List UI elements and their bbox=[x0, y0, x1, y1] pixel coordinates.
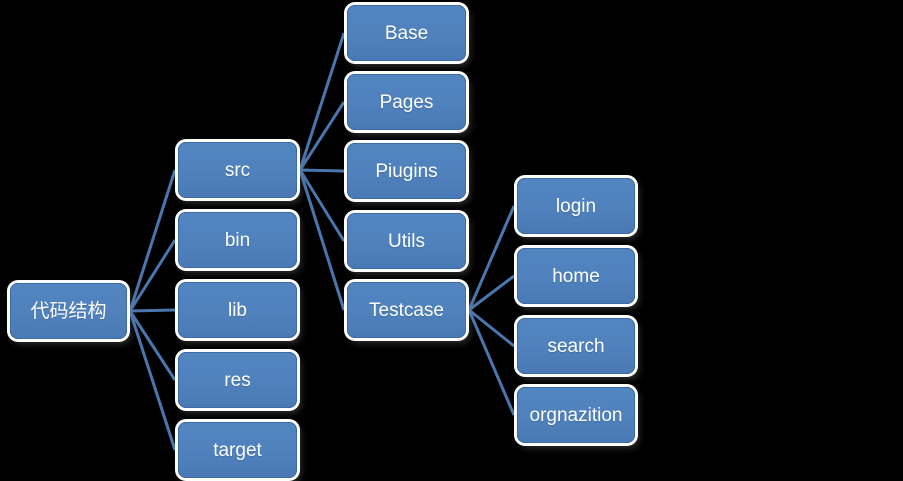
node-target-label: target bbox=[213, 439, 262, 461]
connector-line-testcase-login bbox=[467, 205, 516, 311]
connector-line-root-src bbox=[128, 169, 177, 312]
node-target: target bbox=[178, 422, 297, 478]
connector-line-src-piugins bbox=[299, 168, 345, 173]
node-lib-label: lib bbox=[227, 299, 247, 321]
node-base-label: Base bbox=[384, 22, 429, 44]
connector-line-root-bin bbox=[128, 239, 177, 312]
node-utils-label: Utils bbox=[388, 230, 425, 252]
node-testcase: Testcase bbox=[347, 282, 466, 338]
connector-line-root-target bbox=[128, 310, 177, 451]
node-piugins-label: Piugins bbox=[375, 160, 438, 182]
connector-line-testcase-search bbox=[468, 308, 515, 348]
node-res: res bbox=[178, 352, 297, 408]
node-login-label: login bbox=[555, 195, 597, 217]
node-orgnazition-label: orgnazition bbox=[529, 404, 623, 426]
connector-line-src-pages bbox=[298, 101, 346, 171]
node-bin: bin bbox=[178, 212, 297, 268]
connector-line-testcase-home bbox=[468, 274, 515, 312]
node-pages-label: Pages bbox=[379, 91, 434, 113]
node-search-label: search bbox=[547, 335, 605, 357]
node-piugins: Piugins bbox=[347, 143, 466, 199]
node-testcase-label: Testcase bbox=[369, 299, 444, 321]
connector-line-testcase-orgnazition bbox=[467, 309, 516, 416]
node-src: src bbox=[178, 142, 297, 198]
node-src-label: src bbox=[224, 159, 251, 181]
node-orgnazition: orgnazition bbox=[517, 387, 635, 443]
connector-line-src-testcase bbox=[298, 169, 346, 311]
node-res-label: res bbox=[224, 369, 251, 391]
connector-line-src-utils bbox=[298, 169, 346, 242]
node-home-label: home bbox=[552, 265, 600, 287]
node-utils: Utils bbox=[347, 213, 466, 269]
node-root-label: 代码结构 bbox=[30, 300, 107, 322]
connector-line-src-base bbox=[298, 32, 346, 171]
node-root: 代码结构 bbox=[10, 283, 127, 339]
node-base: Base bbox=[347, 5, 466, 61]
connector-line-root-res bbox=[128, 310, 177, 381]
node-bin-label: bin bbox=[224, 229, 251, 251]
node-pages: Pages bbox=[347, 74, 466, 130]
node-search: search bbox=[517, 318, 635, 374]
node-login: login bbox=[517, 178, 635, 234]
node-lib: lib bbox=[178, 282, 297, 338]
node-home: home bbox=[517, 248, 635, 304]
connector-line-root-lib bbox=[129, 308, 176, 313]
